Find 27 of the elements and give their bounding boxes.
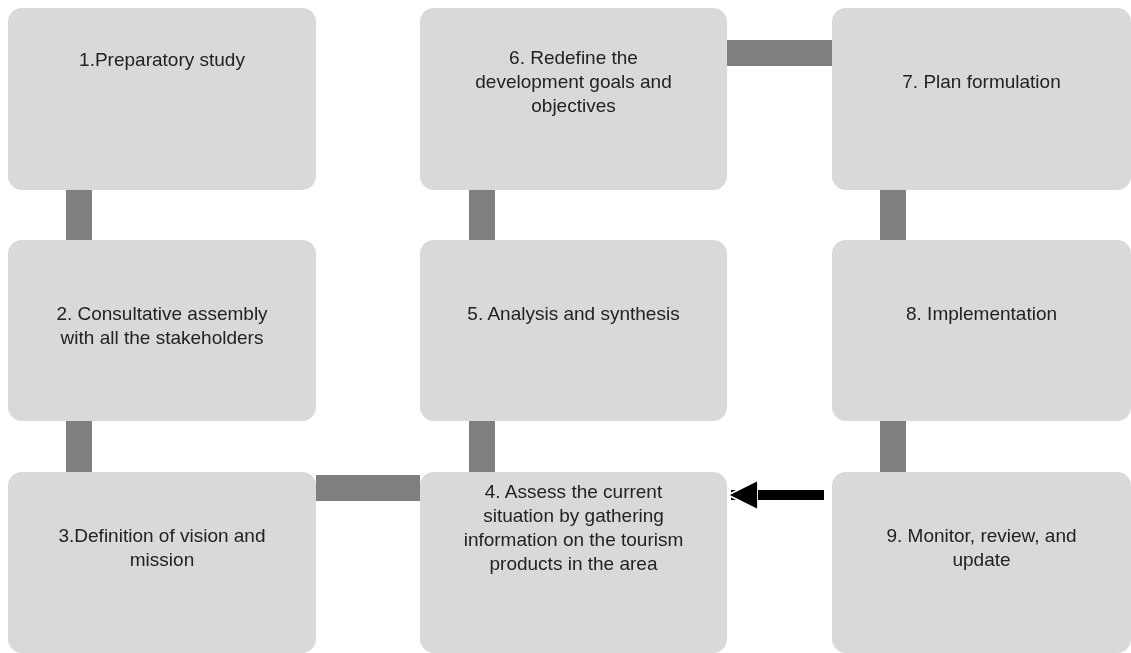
process-box <box>8 240 316 421</box>
connector-bar <box>469 421 495 472</box>
step-label: 2. Consultative assembly with all the stakeholders <box>55 302 269 350</box>
step-label: 8. Implementation <box>905 302 1058 326</box>
step-label: 4. Assess the current situation by gathering information on the tourism products in the area <box>462 480 685 576</box>
step-label: 9. Monitor, review, and update <box>885 524 1078 572</box>
process-box <box>420 8 727 190</box>
process-box <box>420 240 727 421</box>
process-box <box>8 472 316 653</box>
step-label: 3.Definition of vision and mission <box>57 524 267 572</box>
step-label: 6. Redefine the development goals and objectives <box>474 46 673 118</box>
process-box <box>420 472 727 653</box>
connector-bar <box>66 421 92 472</box>
process-box <box>832 240 1131 421</box>
step-label: 1.Preparatory study <box>78 48 246 72</box>
arrow <box>727 479 824 511</box>
connector-bar <box>880 190 906 240</box>
process-box <box>832 472 1131 653</box>
connector-bar <box>727 40 832 66</box>
step-label: 5. Analysis and synthesis <box>466 302 681 326</box>
connector-bar <box>880 421 906 472</box>
process-box <box>832 8 1131 190</box>
connector-bar <box>66 190 92 240</box>
process-box <box>8 8 316 190</box>
connector-bar <box>316 475 420 501</box>
step-label: 7. Plan formulation <box>901 70 1062 94</box>
connector-bar <box>469 190 495 240</box>
